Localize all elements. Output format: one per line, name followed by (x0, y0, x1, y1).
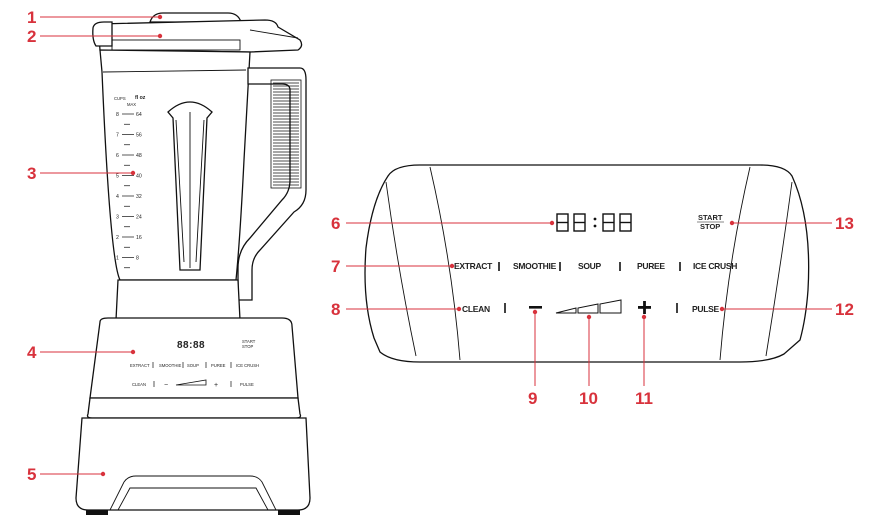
scale-floz-label: fl oz (135, 95, 146, 101)
base-plus: + (214, 382, 218, 389)
base-body (75, 417, 311, 511)
scale-cup-value: 4 (116, 194, 119, 200)
scale-row: 3 24 (116, 215, 142, 221)
panel-outline (364, 164, 810, 363)
base-pulse: PULSE (240, 382, 254, 387)
scale-row: 5 40 (116, 174, 142, 180)
base-puree: PUREE (211, 363, 226, 368)
scale-row: 2 16 (116, 235, 142, 241)
callout-12: 12 (835, 300, 854, 319)
jar-collar (115, 279, 241, 321)
jar-handle (237, 67, 307, 301)
base-speed-wedge (175, 379, 207, 386)
base-ice-crush: ICE CRUSH (236, 363, 259, 368)
scale-oz-value: 8 (136, 256, 139, 262)
scale-cup-value: 2 (116, 235, 119, 241)
lid-front-slot (111, 39, 241, 51)
left-foot (86, 510, 108, 515)
start-stop-line1[interactable]: START (698, 213, 723, 222)
scale-oz-value: 40 (136, 174, 142, 180)
callout-13: 13 (835, 214, 854, 233)
scale-max-label: MAX (127, 102, 136, 107)
base-minus: − (164, 382, 168, 389)
time-display: 88:88 (0, 0, 632, 232)
callout-11: 11 (635, 389, 653, 408)
right-foot (278, 510, 300, 515)
base-shell (86, 397, 302, 419)
scale-row: 8 64 (116, 112, 142, 118)
scale-cup-value: 5 (116, 174, 119, 180)
scale-cup-value: 3 (116, 215, 119, 221)
motor-base (89, 317, 299, 399)
lid-latch (92, 21, 113, 47)
callout-2: 2 (27, 27, 36, 46)
scale-oz-value: 48 (136, 153, 142, 159)
base-foot-recess (109, 475, 277, 511)
scale-oz-value: 24 (136, 215, 142, 221)
smoothie-button[interactable]: SMOOTHIE (513, 261, 557, 271)
ice-crush-button[interactable]: ICE CRUSH (693, 261, 738, 271)
base-display: 88:88 (177, 340, 205, 351)
clean-button[interactable]: CLEAN (462, 304, 490, 314)
scale-row: 4 32 (116, 194, 142, 200)
callout-6: 6 (331, 214, 340, 233)
control-panel-closeup: 88:88 START STOP EXTRACT SMOOTHIE SOUP P… (0, 0, 810, 363)
lid (97, 19, 303, 53)
callout-9: 9 (528, 389, 537, 408)
handle-grip (270, 79, 302, 189)
colon-dot-top (593, 217, 597, 221)
callout-1: 1 (27, 8, 36, 27)
callout-8: 8 (331, 300, 340, 319)
callout-4: 4 (27, 343, 37, 362)
plus-button[interactable] (638, 301, 651, 314)
speed-indicator[interactable] (555, 299, 622, 314)
callout-3: 3 (27, 164, 36, 183)
scale-oz-value: 56 (136, 133, 142, 139)
callout-10: 10 (579, 389, 598, 408)
base-start-stop-1: START (242, 339, 256, 344)
callout-5: 5 (27, 465, 36, 484)
soup-button[interactable]: SOUP (578, 261, 602, 271)
display-digit (573, 213, 586, 232)
base-extract: EXTRACT (130, 363, 150, 368)
scale-oz-value: 16 (136, 235, 142, 241)
base-start-stop-2: STOP (242, 344, 254, 349)
scale-cups-label: CUPS (114, 96, 126, 101)
start-stop-line2[interactable]: STOP (700, 222, 720, 231)
callout-7: 7 (331, 257, 340, 276)
base-clean: CLEAN (132, 382, 146, 387)
minus-button[interactable] (529, 306, 542, 309)
scale-cup-value: 6 (116, 153, 119, 159)
base-control-panel: 88:88 START STOP EXTRACT SMOOTHIE SOUP P… (130, 339, 259, 389)
pulse-button[interactable]: PULSE (692, 304, 720, 314)
scale-oz-value: 64 (136, 112, 142, 118)
callouts: 1 2 3 4 5 6 7 8 9 10 11 12 13 (27, 8, 854, 484)
base-smoothie: SMOOTHIE (159, 363, 182, 368)
scale-row: 6 48 (116, 153, 142, 159)
scale-cup-value: 7 (116, 133, 119, 139)
scale-cup-value: 8 (116, 112, 119, 118)
display-value: 88:88 (0, 0, 3, 1)
extract-button[interactable]: EXTRACT (454, 261, 493, 271)
scale-row: 7 56 (116, 133, 142, 139)
display-digit (602, 213, 615, 232)
colon-dot-bottom (593, 224, 597, 228)
puree-button[interactable]: PUREE (637, 261, 666, 271)
display-digit (556, 213, 569, 232)
display-digit (619, 213, 632, 232)
base-soup: SOUP (187, 363, 199, 368)
scale-cup-value: 1 (116, 256, 119, 262)
scale-oz-value: 32 (136, 194, 142, 200)
